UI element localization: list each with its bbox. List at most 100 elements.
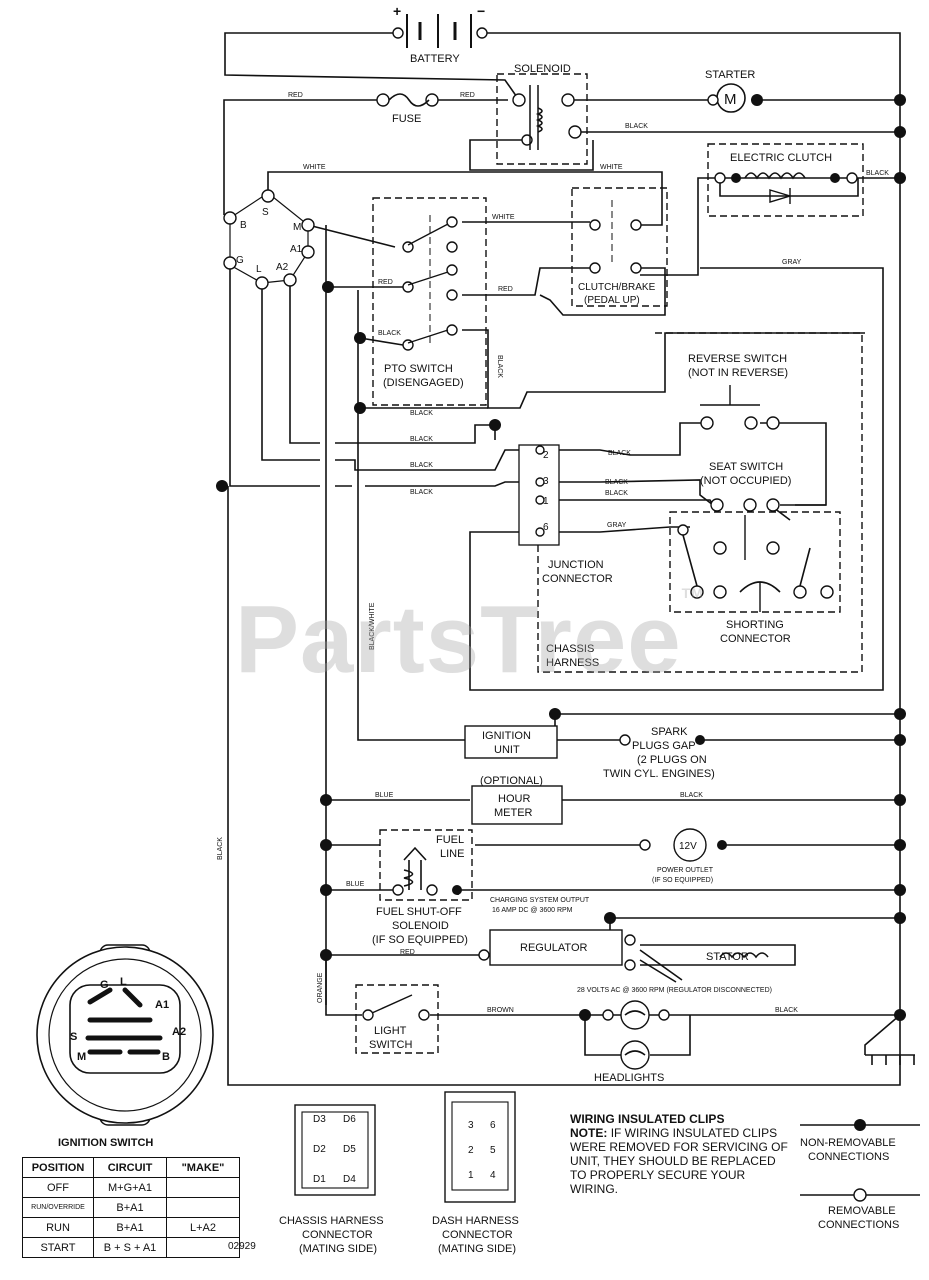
regulator-label: REGULATOR — [520, 942, 587, 954]
chassis-harness-connector: D3 D6 D2 D5 D1 D4 CHASSIS HARNESS CONNEC… — [279, 1104, 384, 1255]
dash-pin-3: 3 — [468, 1120, 474, 1131]
cell — [166, 1197, 240, 1218]
dash-connector-label-1: DASH HARNESS — [432, 1215, 519, 1227]
face-terminal-m: M — [77, 1051, 86, 1063]
note-label: NOTE: — [570, 1126, 608, 1140]
electric-clutch: ELECTRIC CLUTCH — [707, 143, 864, 217]
face-terminal-b: B — [162, 1051, 170, 1063]
chassis-connector-label-1: CHASSIS HARNESS — [279, 1215, 384, 1227]
battery-symbol: + − BATTERY — [392, 3, 488, 65]
wire-black-7: BLACK — [410, 489, 433, 496]
wire-red-3: RED — [378, 279, 393, 286]
chassis-pin-d1: D1 — [313, 1174, 326, 1185]
fuel-solenoid: FUEL LINE FUEL SHUT-OFF SOLENOID (IF SO … — [372, 829, 473, 946]
ignition-switch-face: G L A1 S A2 M B IGNITION SWITCH — [36, 944, 214, 1149]
wire-white-2: WHITE — [600, 164, 623, 171]
battery-label: BATTERY — [410, 53, 460, 65]
pto-switch-label-2: (DISENGAGED) — [383, 377, 464, 389]
spark-label-1: SPARK — [651, 726, 688, 738]
solenoid: SOLENOID — [496, 63, 588, 165]
ignition-unit-label-1: IGNITION — [482, 730, 531, 742]
header-position: POSITION — [22, 1157, 94, 1178]
dash-pin-4: 4 — [490, 1170, 496, 1181]
wire-black-vert: BLACK — [496, 355, 503, 378]
chassis-pin-d3: D3 — [313, 1114, 326, 1125]
battery-minus: − — [477, 3, 485, 19]
wire-blue-1: BLUE — [375, 792, 394, 799]
cell: M+G+A1 — [93, 1177, 167, 1198]
stator-volts: 28 VOLTS AC @ 3600 RPM (REGULATOR DISCON… — [577, 987, 772, 994]
main-wires — [222, 32, 915, 1086]
wire-red-1: RED — [288, 92, 303, 99]
legend: NON-REMOVABLE CONNECTIONS REMOVABLE CONN… — [800, 1119, 920, 1231]
legend-removable-1: REMOVABLE — [828, 1205, 896, 1217]
shorting-connector-label-1: SHORTING — [726, 619, 784, 631]
wire-blue-2: BLUE — [346, 881, 365, 888]
light-switch-label-1: LIGHT — [374, 1025, 407, 1037]
diagram-number: 02929 — [228, 1241, 256, 1252]
headlights: HEADLIGHTS — [594, 1000, 670, 1084]
terminal-b: B — [240, 220, 247, 231]
hour-meter-label-2: METER — [494, 807, 533, 819]
seat-switch-label-1: SEAT SWITCH — [709, 461, 783, 473]
wire-red-2: RED — [460, 92, 475, 99]
power-outlet: 12V POWER OUTLET (IF SO EQUIPPED) — [639, 828, 727, 884]
cell: B + S + A1 — [93, 1237, 167, 1258]
chassis-pin-d2: D2 — [313, 1144, 326, 1155]
ignition-switch-label: IGNITION SWITCH — [58, 1137, 153, 1149]
ignition-switch-top: S M A1 A2 L G B — [223, 189, 315, 290]
fuel-solenoid-label-2: SOLENOID — [392, 920, 449, 932]
seat-switch-label-2: (NOT OCCUPIED) — [700, 475, 791, 487]
terminal-g: G — [236, 255, 244, 266]
chassis-connector-label-2: CONNECTOR — [302, 1229, 373, 1241]
junction-pin-1: 1 — [543, 496, 549, 507]
reverse-switch-label-2: (NOT IN REVERSE) — [688, 367, 788, 379]
chassis-pin-d6: D6 — [343, 1114, 356, 1125]
wiring-note: WIRING INSULATED CLIPS NOTE: IF WIRING I… — [570, 1112, 790, 1196]
ignition-table-header: POSITION CIRCUIT "MAKE" — [22, 1157, 240, 1178]
cell: B+A1 — [93, 1217, 167, 1238]
face-terminal-g: G — [100, 979, 109, 991]
junction-pin-3: 3 — [543, 476, 549, 487]
face-terminal-a2: A2 — [172, 1026, 186, 1038]
dash-connector-label-3: (MATING SIDE) — [438, 1243, 516, 1255]
wire-black-12: BLACK — [775, 1007, 798, 1014]
cell: OFF — [22, 1177, 94, 1198]
note-text: IF WIRING INSULATED CLIPS WERE REMOVED F… — [570, 1126, 788, 1196]
chassis-pin-d4: D4 — [343, 1174, 356, 1185]
wire-gray-1: GRAY — [782, 259, 802, 266]
fuel-solenoid-label-3: (IF SO EQUIPPED) — [372, 934, 468, 946]
wire-orange: ORANGE — [317, 972, 324, 1003]
table-row: START B + S + A1 — [22, 1237, 240, 1258]
junction-pin-2: 2 — [543, 450, 549, 461]
ignition-unit: IGNITION UNIT SPARK PLUGS GAP (2 PLUGS O… — [464, 725, 715, 780]
wire-black-6: BLACK — [410, 462, 433, 469]
junction-connector: 2 3 1 6 JUNCTION CONNECTOR — [518, 444, 613, 585]
power-outlet-label-2: (IF SO EQUIPPED) — [652, 877, 713, 884]
dash-pin-2: 2 — [468, 1145, 474, 1156]
wire-black-5: BLACK — [410, 436, 433, 443]
wire-red-4: RED — [498, 286, 513, 293]
face-terminal-s: S — [70, 1031, 77, 1043]
face-terminal-l: L — [120, 976, 127, 988]
legend-removable-2: CONNECTIONS — [818, 1219, 899, 1231]
wire-black-4: BLACK — [410, 410, 433, 417]
non-removable-connections — [216, 94, 906, 1021]
shorting-connector-label-2: CONNECTOR — [720, 633, 791, 645]
clutch-brake-switch: CLUTCH/BRAKE (PEDAL UP) — [571, 187, 668, 307]
reverse-switch: REVERSE SWITCH (NOT IN REVERSE) — [688, 353, 788, 430]
stator-label: STATOR — [706, 951, 749, 963]
wire-white-1: WHITE — [303, 164, 326, 171]
header-circuit: CIRCUIT — [93, 1157, 167, 1178]
legend-non-removable-1: NON-REMOVABLE — [800, 1137, 896, 1149]
terminal-a2: A2 — [276, 262, 289, 273]
chassis-harness-label-2: HARNESS — [546, 657, 599, 669]
wire-black-8: BLACK — [608, 450, 631, 457]
dash-connector-label-2: CONNECTOR — [442, 1229, 513, 1241]
junction-label-1: JUNCTION — [548, 559, 604, 571]
starter: M STARTER — [705, 69, 762, 113]
terminal-s: S — [262, 207, 269, 218]
spark-label-2: PLUGS GAP — [632, 740, 696, 752]
ignition-table: POSITION CIRCUIT "MAKE" OFF M+G+A1 RUN/O… — [22, 1157, 240, 1258]
fuse: FUSE — [376, 93, 439, 125]
